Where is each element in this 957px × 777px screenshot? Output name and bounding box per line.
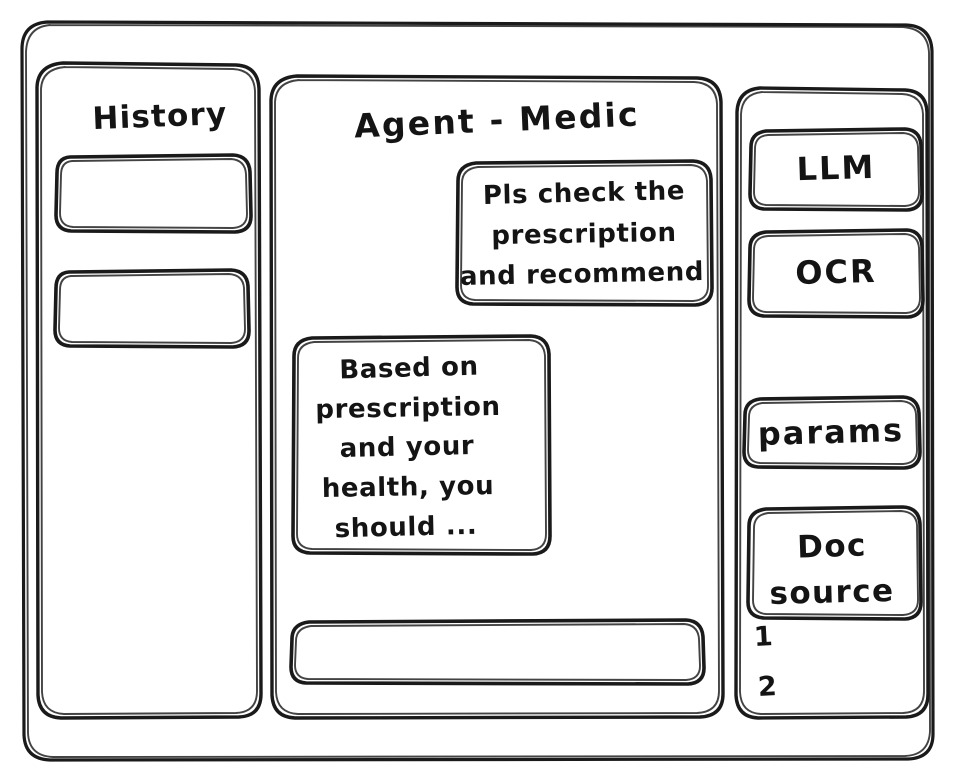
ocr-button-label: OCR xyxy=(795,252,877,292)
assistant-message-line-3: and your xyxy=(339,431,474,464)
doc-source-title-line-1: Doc xyxy=(797,527,868,565)
history-panel-title: History xyxy=(92,96,228,137)
assistant-message-bubble: Based on prescription and your health, y… xyxy=(291,334,552,556)
agent-chat-panel: Agent - Medic Pls check the prescription… xyxy=(269,74,725,720)
agent-panel-title: Agent - Medic xyxy=(353,95,640,146)
user-message-line-1: Pls check the xyxy=(483,176,686,211)
user-message-bubble: Pls check the prescription and recommend xyxy=(455,159,714,307)
assistant-message-line-4: health, you xyxy=(322,471,495,504)
params-button-label: params xyxy=(757,411,904,453)
doc-source-title-line-2: source xyxy=(769,573,895,612)
llm-button-label: LLM xyxy=(796,148,876,188)
ocr-button[interactable]: OCR xyxy=(747,228,925,319)
message-input[interactable] xyxy=(289,618,706,686)
user-message-line-3: and recommend xyxy=(460,257,705,292)
history-item-2[interactable] xyxy=(53,268,251,349)
doc-source-list-item-2: 2 xyxy=(757,671,779,703)
history-panel: History xyxy=(35,61,263,720)
assistant-message-line-5: should ... xyxy=(334,511,477,544)
doc-source-list: 1 2 xyxy=(753,621,779,703)
llm-button[interactable]: LLM xyxy=(748,127,924,212)
window-frame xyxy=(20,20,935,762)
user-message-line-2: prescription xyxy=(491,218,677,251)
doc-source-card[interactable]: Doc source xyxy=(746,505,923,621)
assistant-message-line-1: Based on xyxy=(339,352,479,386)
doc-source-list-item-1: 1 xyxy=(753,621,775,653)
assistant-message-line-2: prescription xyxy=(315,392,501,425)
history-item-1[interactable] xyxy=(54,153,253,234)
tools-panel: LLM OCR params Doc source 1 2 xyxy=(734,86,930,720)
params-button[interactable]: params xyxy=(742,395,922,470)
